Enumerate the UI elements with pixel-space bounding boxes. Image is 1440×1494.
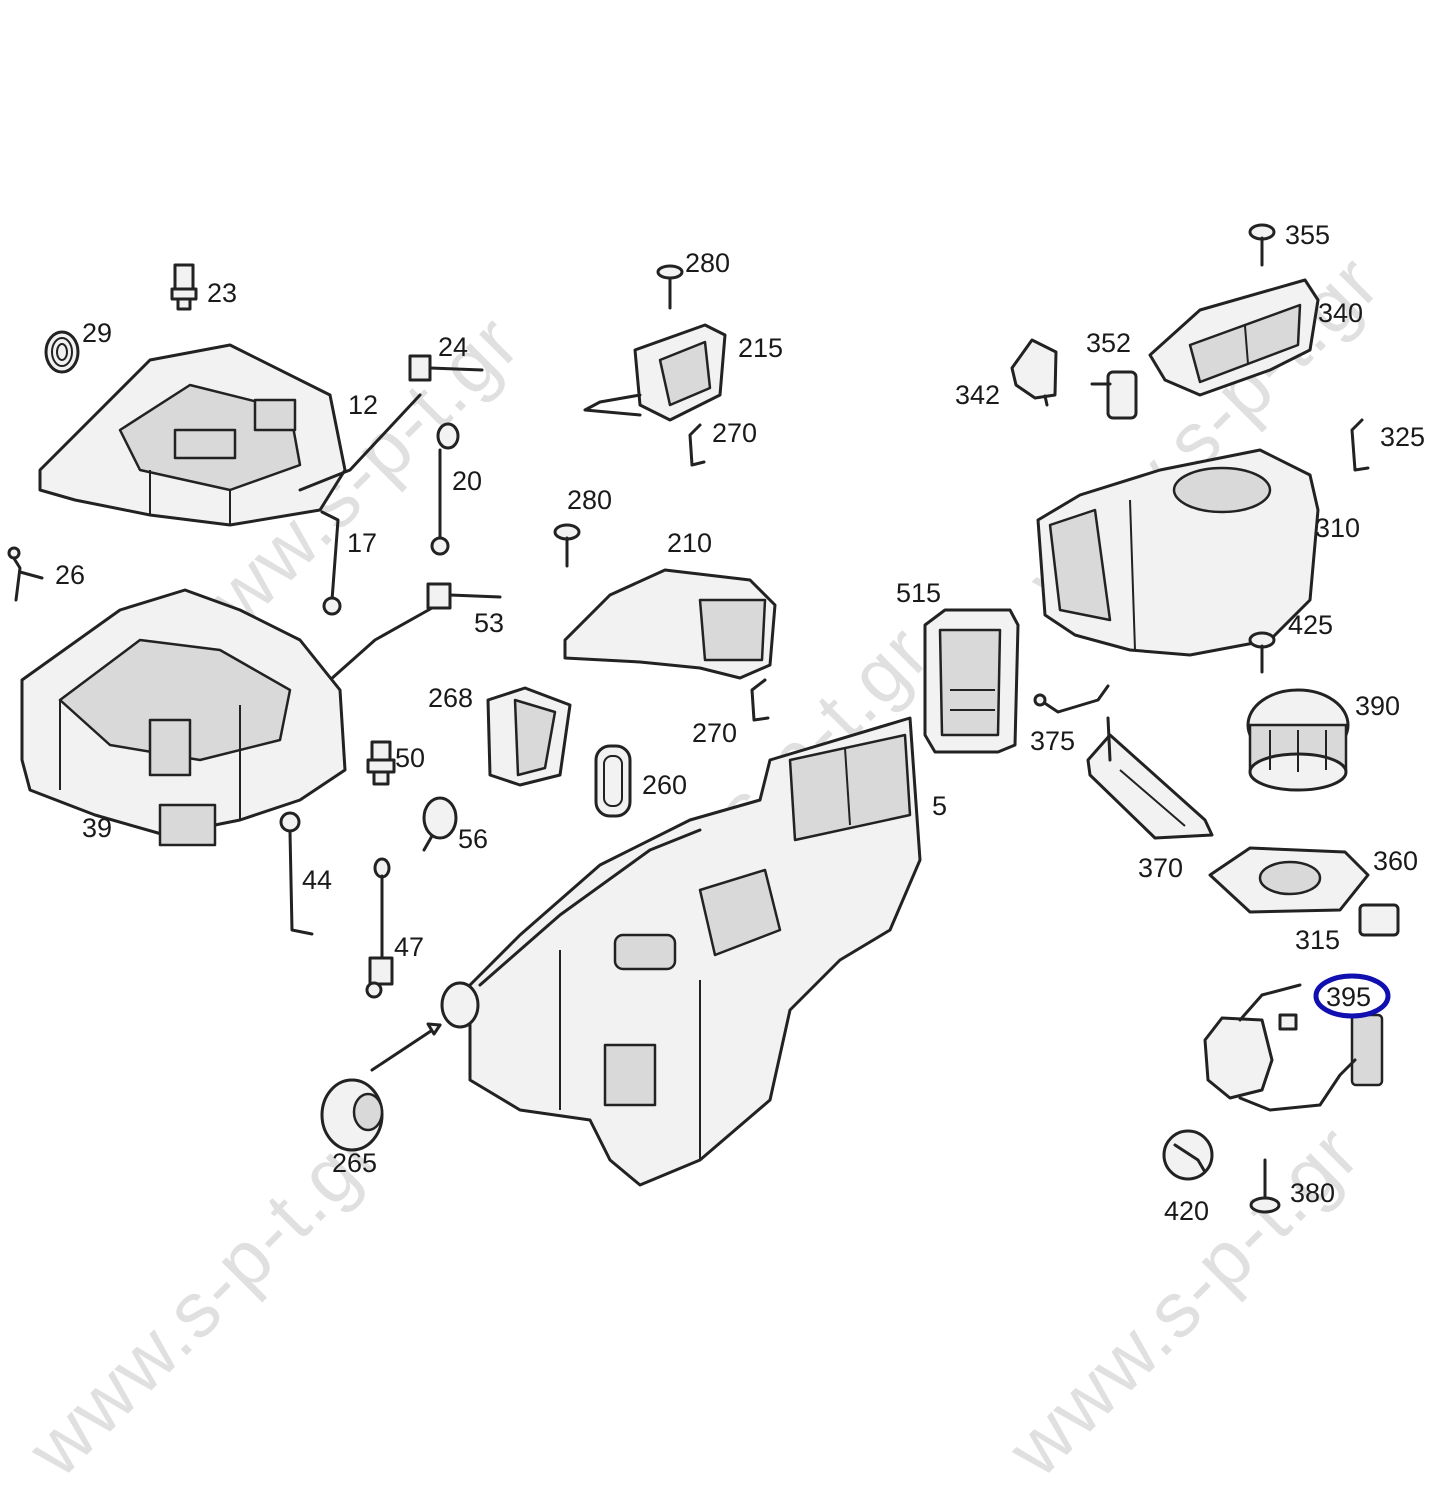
rod-part-47 bbox=[365, 857, 394, 999]
connector-part-315 bbox=[1358, 903, 1400, 937]
callout-215: 215 bbox=[738, 333, 784, 363]
callout-44: 44 bbox=[302, 865, 333, 895]
callout-280-top: 280 bbox=[685, 248, 731, 278]
cover-part-352 bbox=[1090, 370, 1138, 420]
exploded-parts-diagram: www.s-p-t.gr www.s-p-t.gr www.s-p-t.gr w… bbox=[7, 220, 1426, 1493]
callout-325: 325 bbox=[1380, 422, 1426, 452]
callout-270-top: 270 bbox=[712, 418, 758, 448]
callout-47: 47 bbox=[394, 932, 425, 962]
callout-50: 50 bbox=[395, 743, 426, 773]
callout-390: 390 bbox=[1355, 691, 1401, 721]
clip-part-26 bbox=[7, 546, 44, 602]
callout-315: 315 bbox=[1295, 925, 1341, 955]
bracket-part-342 bbox=[1010, 338, 1058, 407]
callout-29: 29 bbox=[82, 318, 113, 348]
clip-part-23 bbox=[170, 263, 198, 311]
callout-53: 53 bbox=[474, 608, 505, 638]
parts-drawing bbox=[7, 223, 1400, 1214]
callout-380: 380 bbox=[1290, 1178, 1336, 1208]
rod-part-44 bbox=[279, 811, 314, 936]
callout-395: 395 bbox=[1326, 982, 1372, 1012]
rod-part-20 bbox=[430, 422, 460, 556]
gasket-part-260 bbox=[594, 744, 632, 818]
fan-cover-part-360 bbox=[1208, 846, 1370, 914]
screw-part-380 bbox=[1249, 1158, 1281, 1214]
screw-part-280-mid bbox=[553, 523, 581, 568]
leader-line-12 bbox=[298, 393, 422, 492]
main-housing-part-5 bbox=[440, 716, 922, 1187]
pin-part-24 bbox=[408, 354, 484, 382]
callout-310: 310 bbox=[1315, 513, 1361, 543]
filter-part-515 bbox=[923, 608, 1020, 754]
clip-part-270-top bbox=[688, 423, 706, 467]
callout-515: 515 bbox=[896, 578, 942, 608]
duct-part-210 bbox=[563, 568, 777, 680]
screw-part-355 bbox=[1248, 223, 1276, 267]
bracket-part-375 bbox=[1033, 684, 1110, 714]
cap-part-56 bbox=[422, 796, 458, 852]
blower-wheel-part-390 bbox=[1246, 688, 1350, 792]
callout-352: 352 bbox=[1086, 328, 1132, 358]
fastener-part-50 bbox=[366, 740, 396, 786]
callout-375: 375 bbox=[1030, 726, 1076, 756]
spring-part-29 bbox=[44, 330, 80, 374]
clip-part-325 bbox=[1350, 418, 1370, 472]
callout-355: 355 bbox=[1285, 220, 1331, 250]
roller-part-265 bbox=[320, 1022, 442, 1152]
callout-23: 23 bbox=[207, 278, 238, 308]
clip-part-270-mid bbox=[750, 678, 770, 722]
callout-270-mid: 270 bbox=[692, 718, 738, 748]
callout-425: 425 bbox=[1288, 610, 1334, 640]
callout-342: 342 bbox=[955, 380, 1001, 410]
callout-39: 39 bbox=[82, 813, 113, 843]
lower-housing-part-39 bbox=[20, 588, 347, 847]
callout-340: 340 bbox=[1318, 298, 1364, 328]
callout-20: 20 bbox=[452, 466, 483, 496]
duct-part-215 bbox=[583, 323, 727, 422]
callout-5: 5 bbox=[932, 791, 948, 821]
highlight-ring-395 bbox=[1313, 973, 1391, 1019]
callout-268: 268 bbox=[428, 683, 474, 713]
screw-part-425 bbox=[1248, 631, 1276, 674]
callout-210: 210 bbox=[667, 528, 713, 558]
callout-24: 24 bbox=[438, 332, 469, 362]
rod-part-17 bbox=[320, 510, 342, 616]
callout-26: 26 bbox=[55, 560, 86, 590]
callout-420: 420 bbox=[1164, 1196, 1210, 1226]
callout-370: 370 bbox=[1138, 853, 1184, 883]
callout-56: 56 bbox=[458, 824, 489, 854]
callout-12: 12 bbox=[348, 390, 379, 420]
callout-360: 360 bbox=[1373, 846, 1419, 876]
blower-housing-part-310 bbox=[1036, 448, 1320, 657]
upper-housing-part-12 bbox=[38, 343, 347, 527]
frame-part-340 bbox=[1148, 278, 1320, 397]
callout-260: 260 bbox=[642, 770, 688, 800]
callout-265: 265 bbox=[332, 1148, 378, 1178]
connector-part-53 bbox=[328, 582, 502, 682]
tray-part-370 bbox=[1086, 716, 1214, 840]
flap-part-268 bbox=[486, 686, 572, 787]
screw-part-280-top bbox=[656, 264, 684, 310]
callout-17: 17 bbox=[347, 528, 378, 558]
wrench-part-420 bbox=[1162, 1129, 1214, 1181]
callout-280-mid: 280 bbox=[567, 485, 613, 515]
